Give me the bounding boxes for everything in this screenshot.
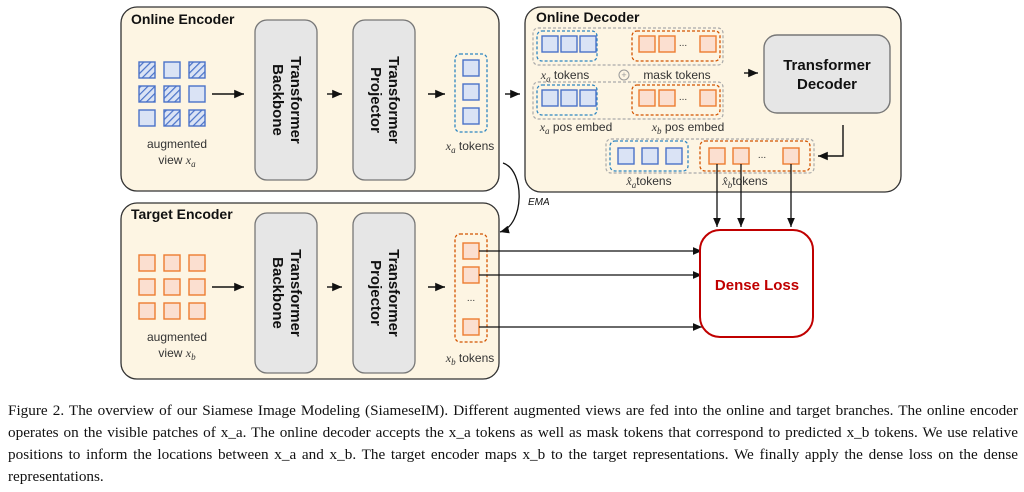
ema-label: EMA	[528, 197, 550, 208]
masked-patch	[138, 85, 156, 103]
target-patch	[163, 302, 181, 320]
target-projector-label: TransformerProjector	[367, 249, 402, 337]
target-patch	[188, 278, 206, 296]
target-patch	[138, 278, 156, 296]
online-input-label-2: view xa	[158, 153, 196, 169]
target-input-label-1: augmented	[147, 330, 207, 344]
caption-label: Figure 2.	[8, 402, 65, 419]
online-backbone-label: TransformerBackbone	[269, 56, 304, 144]
figure-caption: Figure 2. The overview of our Siamese Im…	[8, 400, 1018, 488]
xa-hat-token	[641, 147, 659, 165]
target-input-label-2: view xb	[158, 346, 196, 362]
online-projector-label: TransformerProjector	[367, 56, 402, 144]
blue-token	[560, 89, 578, 107]
xb-pos-embed-label: xb pos embed	[651, 120, 725, 136]
target-patch	[163, 278, 181, 296]
online-decoder-panel: Online Decoder ... xa tokens + mask toke…	[524, 6, 902, 193]
online-decoder-title: Online Decoder	[536, 9, 640, 25]
xa-hat-token	[665, 147, 683, 165]
ellipsis: ...	[679, 92, 687, 103]
dense-loss-box	[699, 229, 814, 338]
target-patch	[163, 254, 181, 272]
target-backbone-box	[254, 212, 318, 374]
visible-patch	[163, 61, 181, 79]
transformer-decoder-box	[763, 34, 891, 114]
svg-text:+: +	[621, 70, 626, 80]
blue-token	[579, 35, 597, 53]
masked-patch	[163, 85, 181, 103]
target-patch	[188, 254, 206, 272]
decoder-xb-pos-group	[631, 84, 721, 116]
online-encoder-title: Online Encoder	[131, 11, 235, 27]
target-patch	[138, 254, 156, 272]
ema-arrow	[499, 162, 520, 234]
visible-patch	[138, 109, 156, 127]
target-encoder-panel: Target Encoder augmented view xb Transfo…	[120, 202, 500, 380]
online-input-patch-grid	[138, 61, 206, 127]
blue-token	[541, 89, 559, 107]
mask-tokens-label: mask tokens	[643, 68, 710, 82]
target-xb-token-group	[454, 233, 488, 343]
masked-patch	[188, 61, 206, 79]
xb-hat-token	[708, 147, 726, 165]
orange-token	[638, 35, 656, 53]
visible-patch	[188, 85, 206, 103]
xa-hat-token	[617, 147, 635, 165]
online-xa-token-group	[454, 53, 488, 133]
decoder-xa-token-group	[536, 30, 598, 62]
masked-patch	[188, 109, 206, 127]
plus-icon	[618, 69, 630, 81]
masked-patch	[163, 109, 181, 127]
ellipsis: ...	[758, 150, 766, 161]
xa-hat-token-group	[609, 140, 689, 172]
blue-token	[541, 35, 559, 53]
xb-hat-token-group	[699, 140, 811, 172]
xa-hat-tokens-label: x̂atokens	[625, 174, 671, 190]
caption-text: The overview of our Siamese Image Modeli…	[8, 402, 1018, 485]
orange-token	[699, 89, 717, 107]
orange-token	[638, 89, 656, 107]
decoder-xa-pos-group	[536, 84, 598, 116]
decoder-mask-token-group	[631, 30, 721, 62]
orange-token	[699, 35, 717, 53]
online-backbone-box	[254, 19, 318, 181]
xb-hat-token	[782, 147, 800, 165]
online-encoder-panel: Online Encoder augmented view xa Transfo…	[120, 6, 500, 192]
target-patch	[188, 302, 206, 320]
ellipsis: ...	[679, 38, 687, 49]
dense-loss-label: Dense Loss	[715, 277, 799, 294]
orange-token	[658, 89, 676, 107]
xb-hat-token	[732, 147, 750, 165]
decoder-xa-tokens-label: xa tokens	[540, 68, 590, 84]
online-projector-box	[352, 19, 416, 181]
target-patch	[138, 302, 156, 320]
target-backbone-label: TransformerBackbone	[269, 249, 304, 337]
orange-token	[658, 35, 676, 53]
target-projector-box	[352, 212, 416, 374]
blue-token	[579, 89, 597, 107]
target-xb-tokens-label: xb tokens	[445, 351, 495, 367]
xa-pos-embed-label: xa pos embed	[539, 120, 613, 136]
target-ellipsis: ...	[467, 293, 475, 304]
target-encoder-title: Target Encoder	[131, 206, 233, 222]
target-input-patch-grid	[138, 254, 206, 320]
blue-token	[560, 35, 578, 53]
online-input-label-1: augmented	[147, 137, 207, 151]
masked-patch	[138, 61, 156, 79]
online-xa-tokens-label: xa tokens	[445, 139, 495, 155]
siameseim-diagram: Online Encoder augmented view xa Transfo…	[120, 6, 902, 380]
